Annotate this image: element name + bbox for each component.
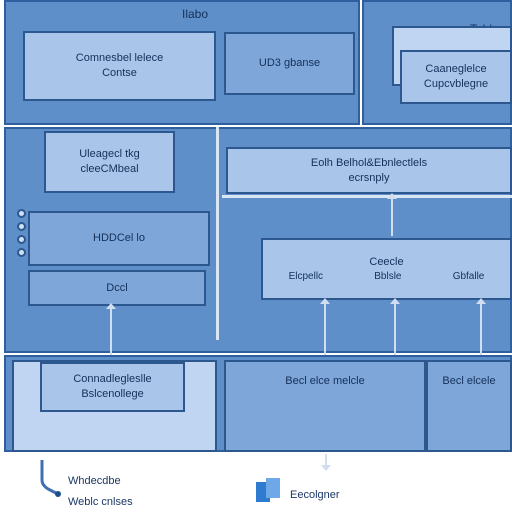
- connector-dot-2: [17, 222, 26, 231]
- top-left-panel-title: Ilabo: [182, 7, 209, 21]
- arrow-g-to-h: [387, 193, 397, 236]
- component-box-f: Dccl: [28, 270, 206, 306]
- connector-dot-1: [17, 209, 26, 218]
- component-box-b-label: UD3 gbanse: [258, 57, 321, 70]
- component-box-e-label: HDDCel lo: [93, 232, 145, 245]
- component-box-i: Connadlegleslle Bslcenollege: [40, 362, 185, 412]
- arrow-up-2: [390, 298, 400, 355]
- component-box-h-item-3: Gbfalle: [452, 270, 485, 282]
- component-box-g-line1: Eolh Belhol&Ebnlectlels: [310, 156, 428, 169]
- component-box-c-line1: Caaneglelce: [425, 63, 487, 76]
- component-box-h-items: Elcpellc Bblsle Gbfalle: [263, 270, 510, 284]
- component-box-a-line2: Contse: [102, 67, 137, 79]
- component-box-h-item-2: Bblsle: [374, 270, 402, 282]
- legend-document-svg: [256, 478, 280, 502]
- component-box-j: Becl elce melcle: [224, 360, 426, 452]
- legend-item-1-line1: Whdecdbe: [68, 475, 121, 487]
- component-box-g: Eolh Belhol&Ebnlectlels ecrsnply: [226, 147, 512, 194]
- component-box-i-line1: Connadlegleslle: [73, 373, 152, 386]
- component-box-a: Comnesbel lelece Contse: [23, 31, 216, 101]
- component-box-d: Uleagecl tkg cleeCMbeal: [44, 131, 175, 193]
- component-box-k: Becl elcele: [426, 360, 512, 452]
- legend-connector-icon: [36, 458, 62, 498]
- component-box-h: Ceecle Elcpellc Bblsle Gbfalle: [261, 238, 512, 300]
- component-box-i-line2: Bslcenollege: [81, 388, 144, 400]
- connector-dot-4: [17, 248, 26, 257]
- component-box-h-title: Ceecle: [369, 255, 404, 268]
- component-box-j-label: Becl elce melcle: [285, 375, 365, 387]
- component-box-f-label: Dccl: [106, 281, 128, 294]
- component-box-c: Caaneglelce Cupcvblegne: [400, 50, 512, 104]
- arrow-up-left: [106, 303, 116, 356]
- component-box-d-line1: Uleagecl tkg: [79, 148, 140, 161]
- connector-dot-3: [17, 235, 26, 244]
- middle-divider: [216, 127, 219, 340]
- component-box-d-line2: cleeCMbeal: [80, 163, 139, 175]
- legend-document-icon: [254, 478, 284, 504]
- legend-item-1-line2: Weblc cnlses: [68, 496, 133, 509]
- legend-item-2: Eecolgner: [290, 489, 340, 501]
- legend-connector-svg: [40, 460, 61, 497]
- component-box-g-line2: ecrsnply: [348, 171, 390, 184]
- component-box-a-line1: Comnesbel lelece: [75, 52, 164, 65]
- arrow-up-3: [476, 298, 486, 355]
- component-box-h-item-1: Elcpellc: [288, 270, 324, 282]
- component-box-c-line2: Cupcvblegne: [423, 78, 489, 90]
- legend-item-1: Whdecdbe Weblc cnlses: [68, 474, 133, 511]
- middle-divider-right: [222, 195, 512, 198]
- component-box-k-label: Becl elcele: [442, 375, 496, 387]
- component-box-e: HDDCel lo: [28, 211, 210, 266]
- arrow-down-center: [321, 454, 331, 471]
- component-box-b: UD3 gbanse: [224, 32, 355, 95]
- arrow-up-1: [320, 298, 330, 355]
